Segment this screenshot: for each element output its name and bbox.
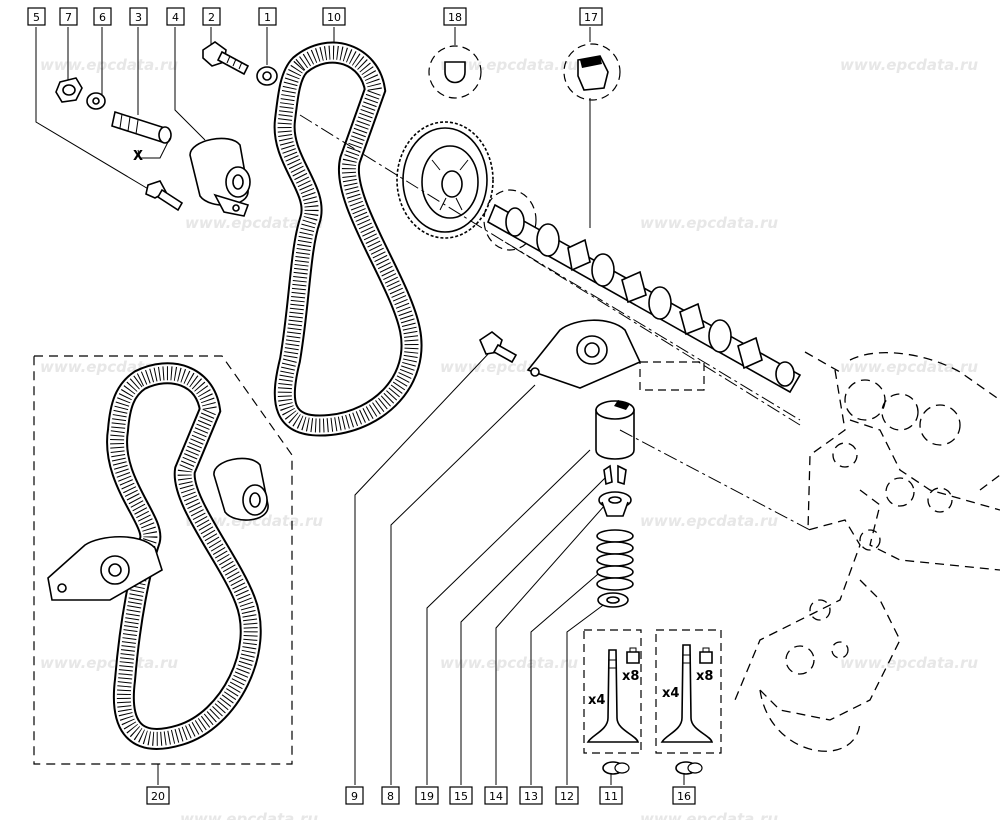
part-10-timing-belt: [273, 41, 423, 437]
callout-15-label: 15: [454, 790, 468, 803]
part-20-timing-belt: [106, 362, 262, 750]
kit-20-idler-plate: [47, 536, 163, 601]
callout-8: 8: [381, 786, 400, 805]
callout-14: 14: [484, 786, 508, 805]
callout-11: 11: [599, 786, 623, 805]
x-mark-label: X: [133, 149, 143, 164]
part-15-collets: [603, 464, 627, 486]
callout-12-label: 12: [560, 790, 574, 803]
callout-16: 16: [672, 786, 696, 805]
part-11-lock-icon: [626, 647, 640, 664]
qty-keys-left: x8: [622, 669, 639, 684]
watermark: www.epcdata.ru: [180, 810, 318, 820]
callout-16-label: 16: [677, 790, 691, 803]
valve-set-16-box: [655, 629, 722, 754]
part-17-plug: [563, 43, 621, 101]
callout-13: 13: [519, 786, 543, 805]
watermark: www.epcdata.ru: [640, 214, 778, 232]
watermark: www.epcdata.ru: [185, 512, 323, 530]
callout-20: 20: [146, 786, 170, 805]
callout-5-label: 5: [33, 11, 40, 24]
callout-10: 10: [322, 7, 346, 26]
part-9-bolt: [479, 331, 518, 364]
callout-9-label: 9: [351, 790, 358, 803]
callout-20-label: 20: [151, 790, 165, 803]
leader-lines: [35, 27, 685, 785]
callout-12: 12: [555, 786, 579, 805]
callout-2: 2: [202, 7, 221, 26]
qty-keys-right: x8: [696, 669, 713, 684]
watermark: www.epcdata.ru: [440, 654, 578, 672]
kit-20-box: [33, 355, 293, 765]
callout-13-label: 13: [524, 790, 538, 803]
watermark: www.epcdata.ru: [40, 654, 178, 672]
part-18-woodruff-key: [428, 45, 482, 99]
part-11-valve: [586, 649, 640, 743]
part-13-valve-spring: [596, 529, 634, 591]
watermark: www.epcdata.ru: [840, 358, 978, 376]
part-16-valve: [660, 644, 714, 743]
watermark: www.epcdata.ru: [840, 56, 978, 74]
callout-7: 7: [59, 7, 78, 26]
part-7-nut: [55, 77, 83, 103]
part-16-lock-icon: [699, 647, 713, 664]
bearing-cap-reference-box: [639, 361, 705, 391]
part-6-washer: [86, 92, 106, 110]
callout-3-label: 3: [135, 11, 142, 24]
callout-14-label: 14: [489, 790, 503, 803]
camshaft: [483, 189, 802, 394]
part-5-bolt: [145, 180, 184, 212]
part-1-washer: [256, 66, 278, 86]
part-14-spring-retainer: [598, 491, 632, 517]
callout-10-label: 10: [327, 11, 341, 24]
watermarks: www.epcdata.ru www.epcdata.ru www.epcdat…: [40, 56, 978, 672]
watermark: www.epcdata.ru: [185, 214, 323, 232]
part-4-tensioner-pulley: [189, 137, 251, 217]
callout-4-label: 4: [172, 11, 179, 24]
callout-15: 15: [449, 786, 473, 805]
callout-17: 17: [579, 7, 603, 26]
part-8-bearing-cap: [526, 319, 642, 389]
callout-1: 1: [258, 7, 277, 26]
kit-20-tensioner-pulley: [213, 457, 269, 521]
valve-set-11-box: [583, 629, 642, 754]
watermark: www.epcdata.ru: [640, 810, 778, 820]
callout-19: 19: [415, 786, 439, 805]
callout-18: 18: [443, 7, 467, 26]
callout-9: 9: [345, 786, 364, 805]
x-mark: X: [133, 137, 171, 164]
watermark: www.epcdata.ru: [640, 512, 778, 530]
callout-4: 4: [166, 7, 185, 26]
callout-19-label: 19: [420, 790, 434, 803]
callout-7-label: 7: [65, 11, 72, 24]
cylinder-head-outline: [299, 114, 1000, 752]
part-2-bolt: [202, 41, 250, 76]
part-12-spring-seat: [597, 592, 629, 608]
callout-3: 3: [129, 7, 148, 26]
callout-6-label: 6: [99, 11, 106, 24]
callout-11-label: 11: [604, 790, 618, 803]
callout-2-label: 2: [208, 11, 215, 24]
part-19-tappet: [595, 400, 635, 460]
watermark: www.epcdata.ru: [40, 56, 178, 74]
part-11-seal: [602, 761, 630, 775]
watermark: www.epcdata.ru: [440, 56, 578, 74]
watermark: www.epcdata.ru: [840, 654, 978, 672]
callout-17-label: 17: [584, 11, 598, 24]
qty-valves-left: x4: [588, 693, 605, 708]
callout-6: 6: [93, 7, 112, 26]
part-3-stud: [111, 110, 172, 144]
callout-8-label: 8: [387, 790, 394, 803]
camshaft-sprocket: [396, 121, 494, 239]
part-16-seal: [675, 761, 703, 775]
callout-18-label: 18: [448, 11, 462, 24]
callout-1-label: 1: [264, 11, 271, 24]
callouts: 5 7 6 3 4 2 1 10 18 17 20 9 8 19 15 14 1…: [27, 7, 696, 805]
qty-valves-right: x4: [662, 686, 679, 701]
callout-5: 5: [27, 7, 46, 26]
